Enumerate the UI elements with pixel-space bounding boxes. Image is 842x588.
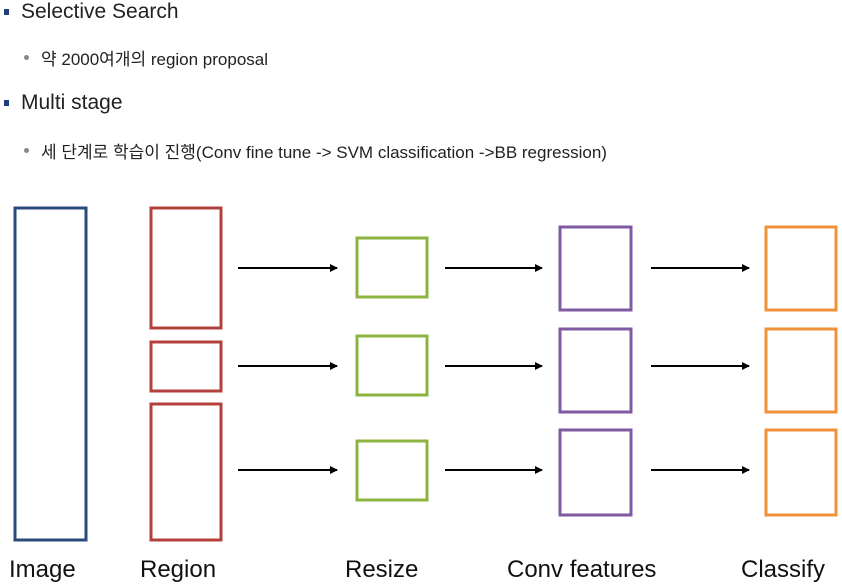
bullet-dot-icon <box>24 148 29 153</box>
stage-label-classify: Classify <box>741 556 826 583</box>
region-box-bottom <box>149 402 223 542</box>
bullet-text: 세 단계로 학습이 진행(Conv fine tune -> SVM class… <box>41 143 607 162</box>
conv-box-2 <box>558 327 633 414</box>
stage-label-conv-features: Conv features <box>507 556 657 583</box>
bullet-multi-stage: Multi stage <box>4 91 123 115</box>
resize-box-2 <box>355 334 429 397</box>
bullet-square-icon <box>4 100 9 106</box>
image-box <box>13 206 88 542</box>
classify-box-3 <box>764 428 838 517</box>
bullet-training-stages: 세 단계로 학습이 진행(Conv fine tune -> SVM class… <box>24 138 607 163</box>
resize-box-3 <box>355 439 429 502</box>
stage-label-region: Region <box>140 556 217 583</box>
bullet-text: Multi stage <box>21 91 123 114</box>
stage-label-resize: Resize <box>345 556 419 583</box>
bullet-region-proposal: 약 2000여개의 region proposal <box>24 45 268 70</box>
bullet-selective-search: Selective Search <box>4 0 179 24</box>
resize-box-1 <box>355 236 429 299</box>
conv-box-1 <box>558 225 633 312</box>
conv-box-3 <box>558 428 633 517</box>
bullet-dot-icon <box>24 55 29 60</box>
bullet-text: 약 2000여개의 region proposal <box>41 50 269 69</box>
classify-box-1 <box>764 225 838 312</box>
classify-box-2 <box>764 327 838 414</box>
bullet-square-icon <box>4 9 9 15</box>
stage-label-image: Image <box>9 556 76 583</box>
bullet-text: Selective Search <box>21 0 179 23</box>
region-box-top <box>149 206 223 330</box>
region-box-middle <box>149 340 223 393</box>
